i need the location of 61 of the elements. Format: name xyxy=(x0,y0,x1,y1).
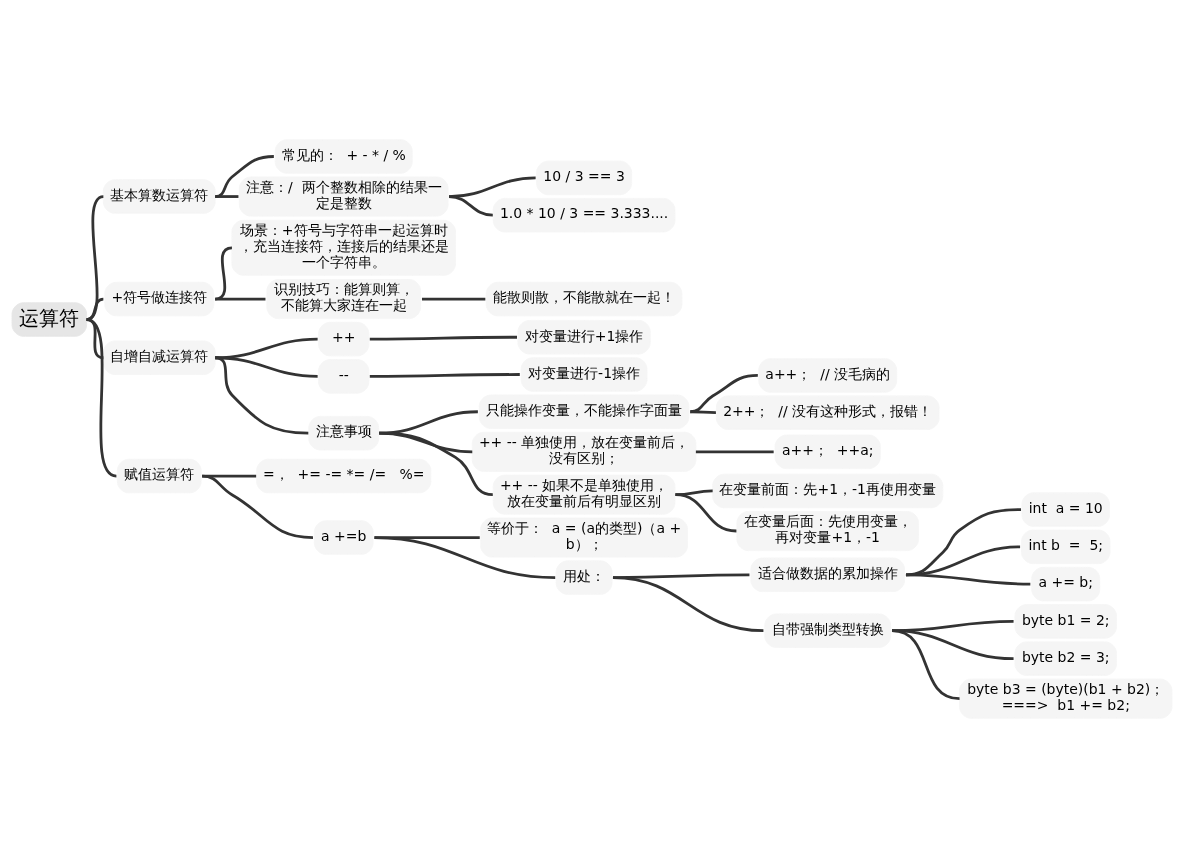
node-box: 场景：+符号与字符串一起运算时，充当连接符，连接后的结果还是一个字符串。 xyxy=(231,219,456,276)
node-box: 运算符 xyxy=(11,302,88,337)
node-box: 适合做数据的累加操作 xyxy=(750,557,906,593)
node-box: byte b3 = (byte)(b1 + b2)； ===> b1 += b2; xyxy=(959,678,1173,719)
node-box: 注意事项 xyxy=(308,415,380,451)
connector xyxy=(86,318,117,478)
connector xyxy=(448,195,493,217)
node-box: 10 / 3 == 3 xyxy=(536,160,633,196)
connector xyxy=(905,573,1031,586)
node-box: 自带强制类型转换 xyxy=(764,613,892,648)
node-box: a++； // 没毛病的 xyxy=(758,358,898,393)
connector xyxy=(369,373,520,378)
connector xyxy=(215,297,266,301)
node-box: 对变量进行+1操作 xyxy=(517,320,651,355)
connector xyxy=(86,318,104,360)
connector xyxy=(86,195,104,321)
node-box: 1.0 * 10 / 3 == 3.333.... xyxy=(492,197,676,233)
node-box: +符号做连接符 xyxy=(104,281,215,317)
node-box: ++ -- 单独使用，放在变量前后，没有区别； xyxy=(471,431,697,472)
node-box: 自增自减运算符 xyxy=(102,340,216,375)
node-box: 用处： xyxy=(555,560,613,595)
node-box: =， += -= *= /= %= xyxy=(256,458,432,494)
node-box: 常见的： + - * / % xyxy=(274,139,413,174)
node-box: ++ -- 如果不是单独使用，放在变量前后有明显区别 xyxy=(492,474,676,515)
node-box: 能散则散，不能散就在一起！ xyxy=(485,281,683,317)
node-box: ++ xyxy=(318,321,370,357)
node-box: 只能操作变量，不能操作字面量 xyxy=(478,394,690,429)
node-box: a += b; xyxy=(1031,566,1101,602)
connector xyxy=(612,576,764,633)
node-box: 对变量进行-1操作 xyxy=(520,357,648,392)
node-box: 在变量前面：先+1，-1再使用变量 xyxy=(712,473,944,509)
node-box: 等价于： a = (a的类型)（a + b）； xyxy=(480,517,688,558)
node-box: 识别技巧：能算则算，不能算大家连在一起 xyxy=(266,279,422,320)
connector xyxy=(675,493,737,533)
connector xyxy=(215,195,239,198)
node-box: 赋值运算符 xyxy=(116,458,202,494)
connector xyxy=(695,450,774,454)
connector xyxy=(86,297,104,321)
node-box: byte b2 = 3; xyxy=(1014,641,1117,676)
node-box: a++； ++a; xyxy=(774,434,881,470)
connector xyxy=(891,629,960,701)
node-box: 2++； // 没有这种形式，报错！ xyxy=(715,395,940,430)
node-box: 在变量后面：先使用变量，再对变量+1，-1 xyxy=(736,511,919,552)
node-box: 注意：/ 两个整数相除的结果一定是整数 xyxy=(238,176,449,217)
connector xyxy=(202,474,314,539)
connector xyxy=(422,297,486,301)
node-box: 基本算数运算符 xyxy=(102,179,216,214)
node-box: a +=b xyxy=(313,520,374,555)
connector xyxy=(214,155,274,198)
connector xyxy=(374,536,556,579)
connector xyxy=(215,356,309,435)
connector xyxy=(690,410,716,415)
connector xyxy=(369,335,517,341)
node-box: -- xyxy=(318,359,370,394)
connector xyxy=(215,356,318,378)
connector xyxy=(690,374,758,414)
connector xyxy=(891,629,1014,661)
connector xyxy=(379,431,493,497)
node-box: int a = 10 xyxy=(1021,492,1110,527)
node-box: byte b1 = 2; xyxy=(1014,604,1117,639)
node-box: int b = 5; xyxy=(1021,529,1111,565)
